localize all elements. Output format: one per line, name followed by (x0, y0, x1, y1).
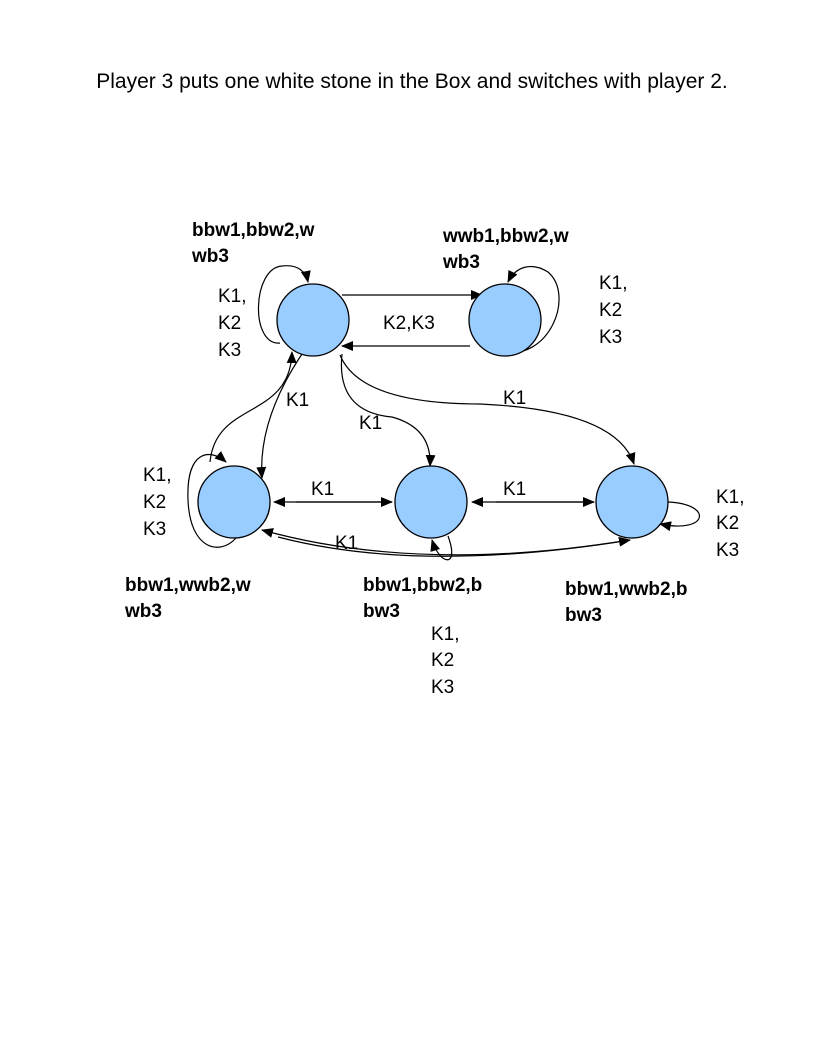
state-node-3 (197, 465, 271, 539)
node-3-label-line1: bbw1,wwb2,w (125, 575, 251, 596)
edge-label-n4-n5: K1 (503, 479, 526, 500)
node-2-label-line2: wb3 (442, 252, 480, 273)
node-1-label-line1: bbw1,bbw2,w (192, 220, 315, 241)
nodes (197, 283, 669, 539)
loop-n3-k1: K1, (143, 465, 172, 486)
self-loop-n2 (499, 265, 560, 354)
self-loop-labels: K1, K2 K3 K1, K2 K3 K1, K2 K3 K1, K2 K3 … (143, 273, 745, 698)
state-node-4 (394, 465, 468, 539)
node-1-label-line2: wb3 (191, 246, 229, 267)
node-5-label-line2: bw3 (565, 605, 602, 626)
node-5-label-line1: bbw1,wwb2,b (565, 579, 687, 600)
node-labels: bbw1,bbw2,w wb3 wwb1,bbw2,w wb3 bbw1,wwb… (124, 220, 687, 626)
loop-n2-k1: K1, (599, 273, 628, 294)
loop-n2-k3: K3 (599, 327, 622, 348)
edge-label-n1-n3: K1 (286, 390, 309, 411)
loop-n4-k3: K3 (431, 677, 454, 698)
loop-n1-k2: K2 (218, 313, 241, 334)
self-loop-n5 (659, 501, 700, 532)
self-loop-n1 (257, 265, 311, 344)
edge-label-n3-n4: K1 (311, 479, 334, 500)
loop-n5-k2: K2 (716, 513, 739, 534)
loop-n2-k2: K2 (599, 300, 622, 321)
edge-n3-to-n1 (209, 351, 297, 463)
node-4-label-line2: bw3 (363, 601, 400, 622)
edge-n1-to-n4 (340, 353, 436, 467)
state-node-5 (595, 465, 669, 539)
loop-n1-k1: K1, (218, 286, 247, 307)
node-3-label-line2: wb3 (124, 601, 162, 622)
loop-n5-k1: K1, (716, 487, 745, 508)
loop-n3-k2: K2 (143, 492, 166, 513)
edge-label-n1-n4: K1 (359, 413, 382, 434)
node-2-label-line1: wwb1,bbw2,w (442, 226, 569, 247)
loop-n4-k2: K2 (431, 650, 454, 671)
self-loop-n4 (430, 535, 453, 561)
node-4-label-line1: bbw1,bbw2,b (363, 575, 482, 596)
loop-n4-k1: K1, (431, 624, 460, 645)
edge-label-n3-n5: K1 (335, 533, 358, 554)
self-loop-n3 (187, 450, 237, 548)
loop-n3-k3: K3 (143, 519, 166, 540)
state-node-2 (468, 283, 542, 357)
edges (187, 265, 700, 561)
edge-label-n1-n2: K2,K3 (383, 313, 435, 334)
edge-label-n1-n5: K1 (503, 388, 526, 409)
edge-n3-to-n5 (277, 536, 631, 557)
state-node-1 (276, 283, 350, 357)
edge-n5-to-n3 (261, 528, 631, 556)
loop-n5-k3: K3 (716, 540, 739, 561)
loop-n1-k3: K3 (218, 340, 241, 361)
edge-n1-to-n5 (339, 354, 636, 465)
edge-labels: K2,K3 K1 K1 K1 K1 K1 K1 (286, 313, 526, 554)
diagram-caption: Player 3 puts one white stone in the Box… (96, 70, 728, 93)
edge-n1-to-n3 (256, 353, 303, 479)
